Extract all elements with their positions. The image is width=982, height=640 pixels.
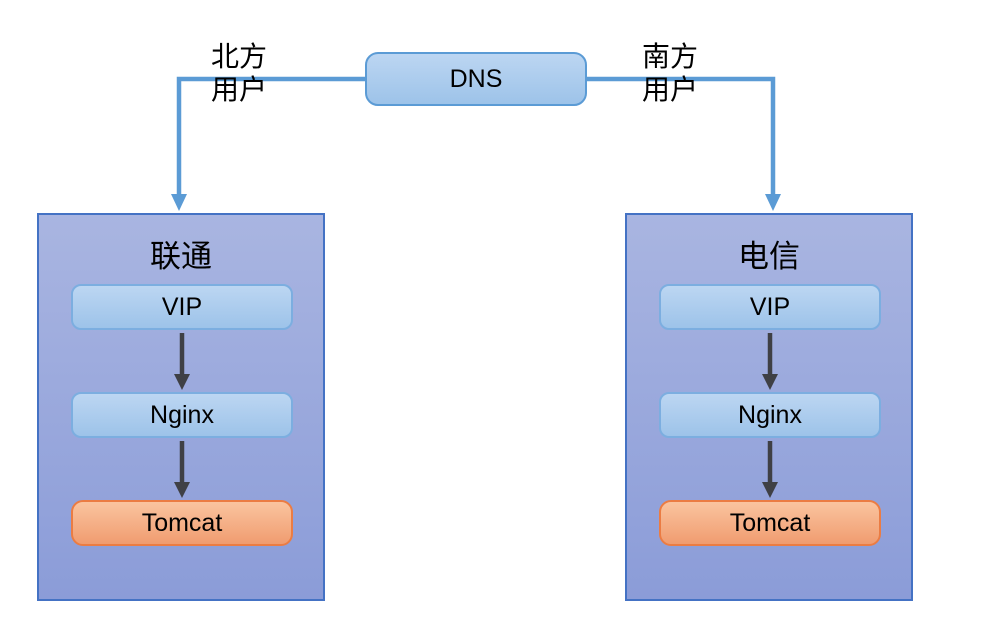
group-telecom-title: 电信 — [738, 239, 800, 274]
group-unicom: 联通 VIP Nginx Tomcat — [37, 213, 325, 601]
node-dns: DNS — [365, 52, 587, 106]
south-users-label: 南方 用户 — [615, 41, 725, 107]
arrow-down-icon — [171, 194, 187, 211]
node-vip: VIP — [71, 284, 293, 330]
group-telecom: 电信 VIP Nginx Tomcat — [625, 213, 913, 601]
node-nginx: Nginx — [71, 392, 293, 438]
south-users-label-line1: 南方 — [641, 42, 698, 73]
north-users-label: 北方 用户 — [184, 41, 294, 107]
node-tomcat: Tomcat — [71, 500, 293, 546]
south-users-label-line2: 用户 — [641, 75, 698, 106]
north-users-label-line1: 北方 — [210, 42, 267, 73]
flow-arrow-icon — [762, 333, 778, 390]
node-nginx: Nginx — [659, 392, 881, 438]
north-users-label-line2: 用户 — [210, 75, 267, 106]
flow-arrow-icon — [174, 441, 190, 498]
node-tomcat: Tomcat — [659, 500, 881, 546]
arrow-down-icon — [765, 194, 781, 211]
flow-arrow-icon — [174, 333, 190, 390]
flow-arrow-icon — [762, 441, 778, 498]
node-vip: VIP — [659, 284, 881, 330]
group-unicom-title: 联通 — [150, 239, 212, 274]
